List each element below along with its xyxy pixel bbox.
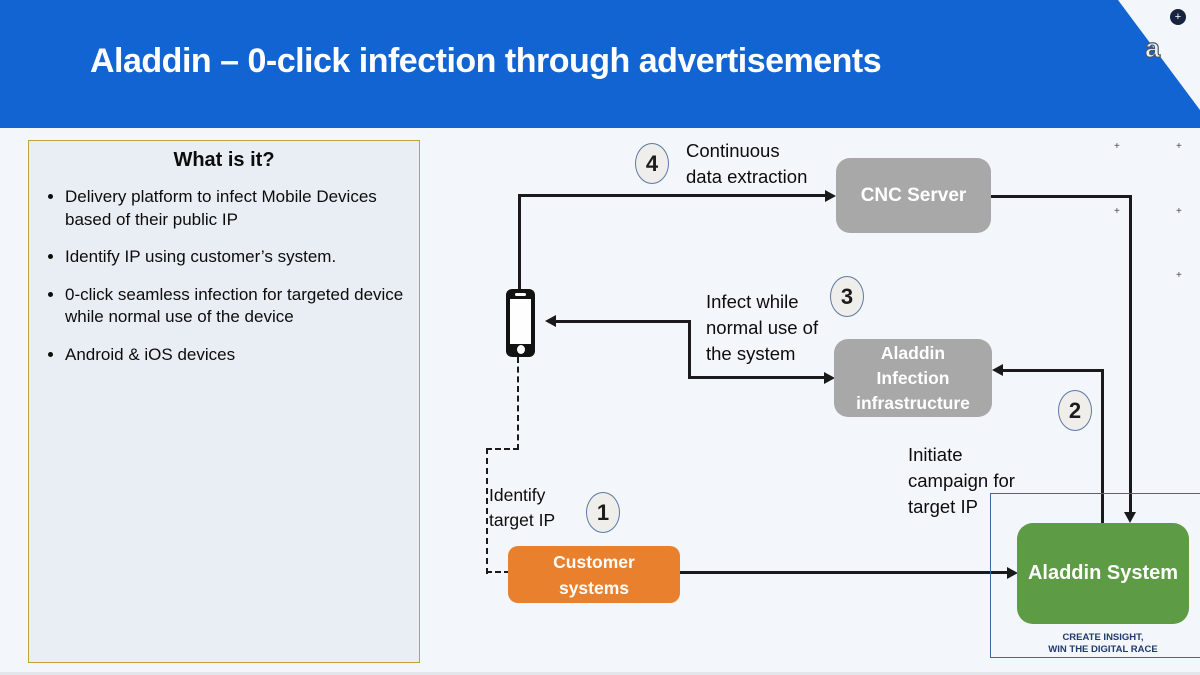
connector-phone-to-infra-horizontal — [688, 376, 825, 379]
node-infection-infrastructure: Aladdin Infection infrastructure — [834, 339, 992, 417]
arrowhead-into-infra-left — [824, 372, 835, 384]
connector-phone-to-cnc-horizontal — [518, 194, 826, 197]
label-line: data extraction — [686, 166, 808, 187]
arrowhead-into-phone — [545, 315, 556, 327]
step2-label: Initiate campaign for target IP — [908, 442, 1015, 520]
comment-badge[interactable]: + — [1170, 9, 1186, 25]
connector-system-to-infra-vertical — [1101, 369, 1104, 523]
label-line: Identify — [489, 485, 546, 505]
slide-bottom-edge — [0, 672, 1200, 675]
smartphone-screen — [510, 299, 531, 344]
node-label-line: Infection — [876, 367, 950, 388]
node-aladdin-system: Aladdin System — [1017, 523, 1189, 624]
brand-tagline: CREATE INSIGHT, WIN THE DIGITAL RACE — [1017, 632, 1189, 656]
dashed-connector-into-customer — [486, 571, 510, 573]
node-label-line: Customer — [553, 551, 635, 572]
connector-infra-to-phone-horizontal — [553, 320, 691, 323]
dashed-connector-elbow-top — [486, 448, 519, 450]
step3-label: Infect while normal use of the system — [706, 289, 818, 367]
arrowhead-into-cnc — [825, 190, 836, 202]
smartphone-icon — [506, 289, 535, 357]
plus-mark: + — [1176, 270, 1182, 281]
node-label: Aladdin System — [1027, 562, 1179, 584]
arrowhead-into-aladdin-system — [1124, 512, 1136, 523]
node-label-line: systems — [558, 577, 630, 598]
connector-phone-to-cnc-vertical — [518, 194, 521, 291]
plus-mark: + — [1114, 141, 1120, 152]
plus-mark: + — [1114, 206, 1120, 217]
node-cnc-server: CNC Server — [836, 158, 991, 233]
tagline-line: CREATE INSIGHT, — [1062, 632, 1144, 643]
step1-label: Identify target IP — [489, 483, 555, 533]
arrowhead-into-infra-right — [992, 364, 1003, 376]
connector-cnc-right — [991, 195, 1132, 198]
header-bar: Aladdin – 0-click infection through adve… — [0, 0, 1200, 128]
arrowhead-into-system-left — [1007, 567, 1018, 579]
step2-number: 2 — [1058, 390, 1092, 431]
corner-annotation-glyph: a — [1144, 32, 1161, 63]
node-customer-systems: Customer systems — [508, 546, 680, 603]
connector-infra-to-phone-vertical — [688, 320, 691, 379]
bullet-item: 0-click seamless infection for targeted … — [65, 284, 409, 329]
step3-number: 3 — [830, 276, 864, 317]
step1-number: 1 — [586, 492, 620, 533]
node-label-line: Aladdin — [880, 342, 946, 363]
page-title: Aladdin – 0-click infection through adve… — [90, 42, 882, 80]
whatis-title: What is it? — [173, 149, 275, 171]
smartphone-speaker — [515, 293, 526, 296]
whatis-bullet-list: Delivery platform to infect Mobile Devic… — [29, 186, 419, 367]
dashed-connector-phone-down — [517, 357, 519, 450]
label-line: the system — [706, 343, 796, 364]
bullet-item: Identify IP using customer’s system. — [65, 246, 409, 269]
step4-number: 4 — [635, 143, 669, 184]
step4-label: Continuous data extraction — [686, 138, 807, 190]
smartphone-home-button — [517, 345, 525, 354]
dashed-connector-vertical — [486, 448, 488, 574]
plus-mark: + — [1176, 141, 1182, 152]
connector-customer-to-system — [680, 571, 1008, 574]
plus-mark: + — [1176, 206, 1182, 217]
label-line: Initiate — [908, 444, 963, 465]
label-line: normal use of — [706, 317, 819, 338]
tagline-line: WIN THE DIGITAL RACE — [1048, 644, 1158, 655]
label-line: Continuous — [686, 140, 780, 161]
label-line: campaign for — [908, 470, 1015, 491]
aladdin-system-frame — [990, 493, 1200, 658]
label-line: target IP — [908, 496, 978, 517]
connector-cnc-down — [1129, 195, 1132, 513]
node-label-line: infrastructure — [856, 392, 970, 413]
connector-system-to-infra-horizontal — [1000, 369, 1104, 372]
node-label: CNC Server — [860, 184, 967, 206]
bullet-item: Android & iOS devices — [65, 344, 409, 367]
whatis-panel: What is it? Delivery platform to infect … — [28, 140, 420, 663]
label-line: target IP — [489, 510, 556, 530]
bullet-item: Delivery platform to infect Mobile Devic… — [65, 186, 409, 231]
label-line: Infect while — [706, 291, 799, 312]
